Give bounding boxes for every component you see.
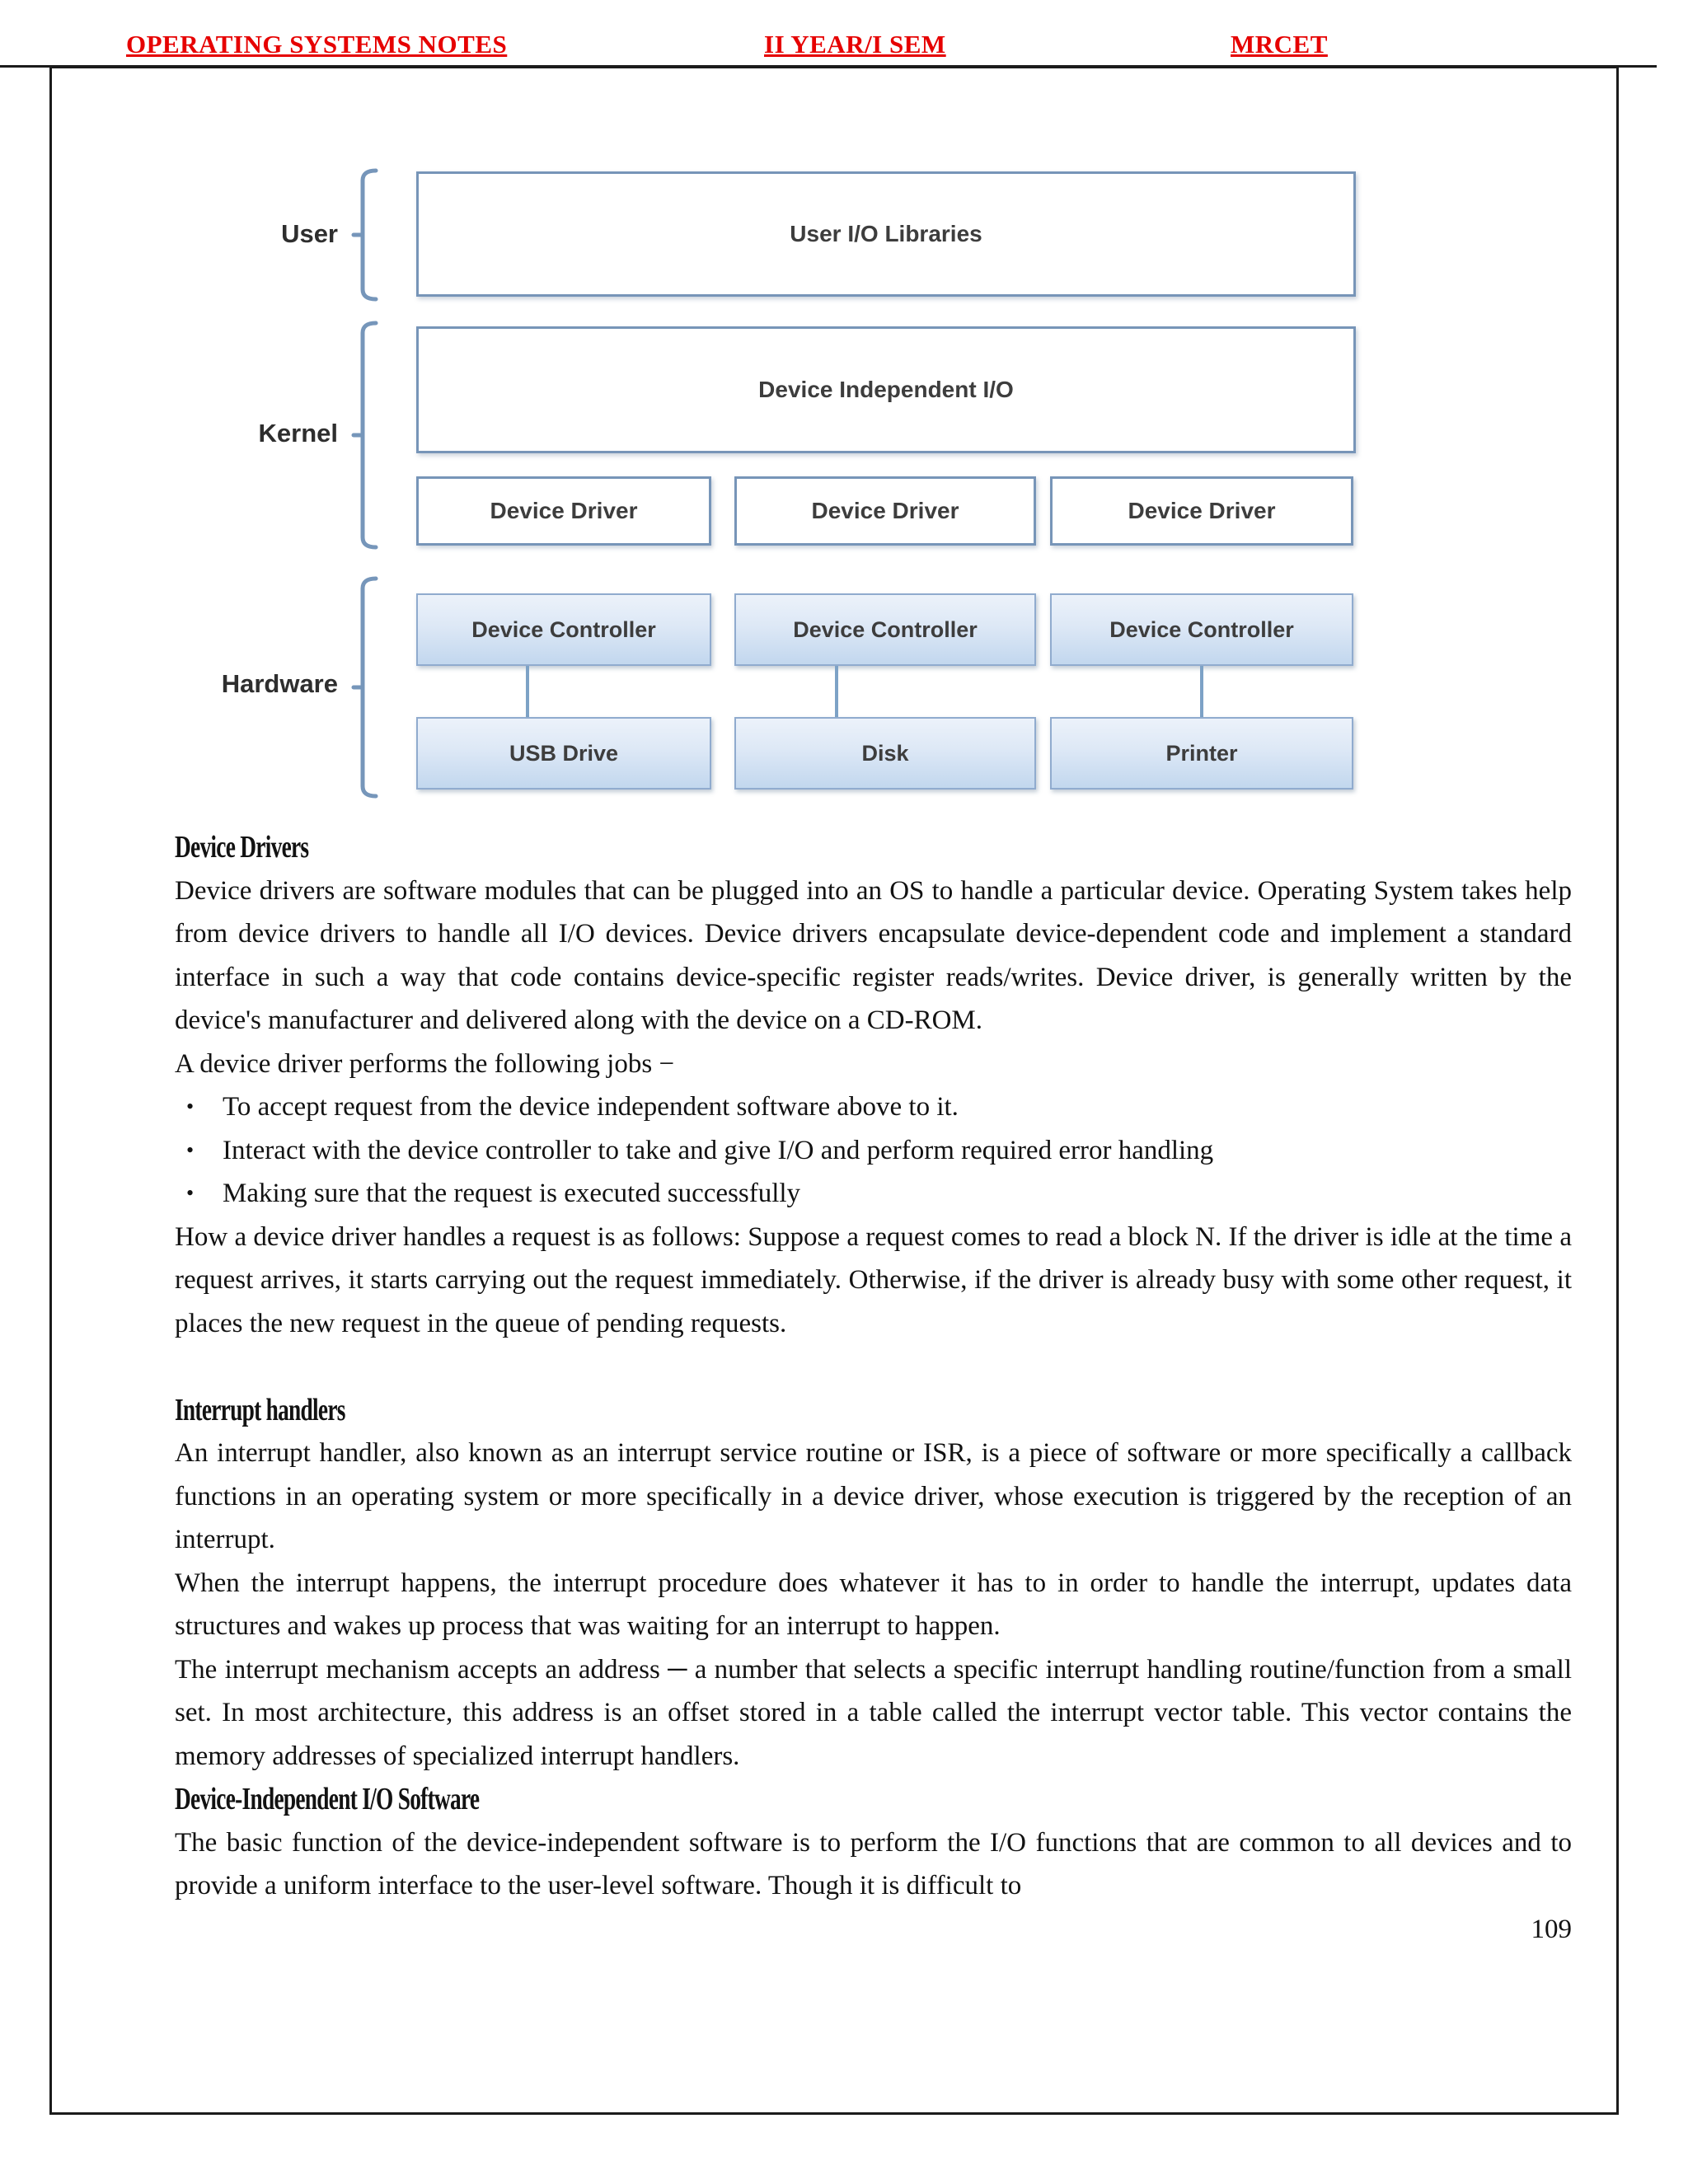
header-institute: MRCET [1231,30,1328,59]
user-bracket-icon [351,168,378,302]
interrupt-paragraph-2: When the interrupt happens, the interrup… [175,1568,1572,1642]
interrupt-paragraph-1: An interrupt handler, also known as an i… [175,1438,1572,1554]
bullet-item-2: • Interact with the device controller to… [175,1129,1572,1173]
box-device-driver-2: Device Driver [734,476,1036,546]
hardware-bracket-icon [351,576,378,799]
diagram-label-hardware: Hardware [221,669,338,698]
connector-controller-printer [1200,666,1203,719]
bullet-text: Making sure that the request is executed… [223,1179,801,1208]
box-user-io-libraries: User I/O Libraries [416,171,1356,297]
device-independent-paragraph: The basic function of the device-indepen… [175,1827,1572,1901]
bullet-text: To accept request from the device indepe… [223,1092,959,1122]
bullet-icon: • [186,1137,195,1162]
bullet-icon: • [186,1181,195,1205]
box-printer: Printer [1050,717,1353,790]
bullet-item-3: • Making sure that the request is execut… [175,1172,1572,1216]
page-text: Device Drivers Device drivers are softwa… [175,826,1572,1951]
interrupt-paragraph-3: The interrupt mechanism accepts an addre… [175,1654,1572,1771]
section-heading-interrupt-handlers: Interrupt handlers [175,1392,345,1427]
diagram-label-user: User [281,219,338,248]
device-drivers-intro-paragraph: Device drivers are software modules that… [175,875,1572,1036]
diagram-label-kernel: Kernel [258,419,338,448]
section-heading-device-independent: Device-Independent I/O Software [175,1782,480,1816]
device-driver-jobs-lead: A device driver performs the following j… [175,1048,675,1079]
box-device-controller-1: Device Controller [416,593,711,666]
box-device-controller-2: Device Controller [734,593,1036,666]
request-handling-paragraph: How a device driver handles a request is… [175,1221,1572,1338]
box-device-independent-io: Device Independent I/O [416,326,1356,453]
connector-controller-disk [835,666,838,719]
bullet-icon: • [186,1094,195,1118]
connector-controller-usb [526,666,529,719]
kernel-bracket-icon [351,321,378,550]
box-device-controller-3: Device Controller [1050,593,1353,666]
page-number: 109 [1531,1914,1573,1944]
box-usb-drive: USB Drive [416,717,711,790]
box-device-driver-1: Device Driver [416,476,711,546]
box-device-driver-3: Device Driver [1050,476,1353,546]
header-year-sem: II YEAR/I SEM [764,30,946,59]
section-heading-device-drivers: Device Drivers [175,830,309,865]
header-course-title: OPERATING SYSTEMS NOTES [126,30,508,59]
box-disk: Disk [734,717,1036,790]
bullet-item-1: • To accept request from the device inde… [175,1085,1572,1129]
bullet-text: Interact with the device controller to t… [223,1135,1214,1165]
